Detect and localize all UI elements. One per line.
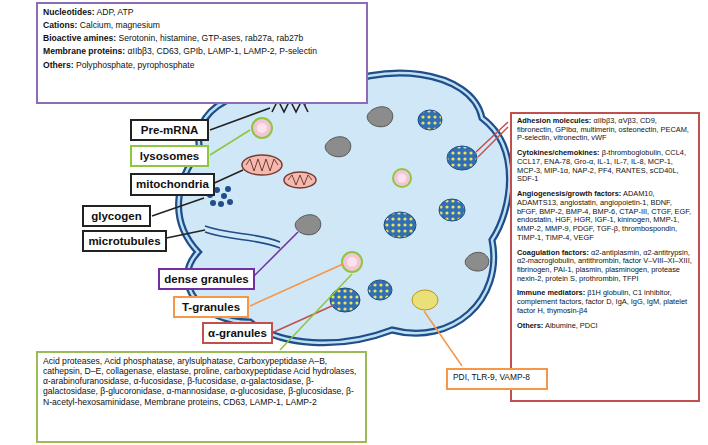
category-items: Albumine, PDCI [545,321,598,330]
category-heading: Cations: [43,20,77,30]
category-items: ADP, ATP [97,7,134,17]
label-text: glycogen [91,210,141,222]
label-box: glycogen [82,205,151,227]
category-heading: Membrane proteins: [43,46,125,56]
content-row: Others: Albumine, PDCI [517,322,693,331]
category-items: PDI, TLR-9, VAMP-8 [453,372,530,382]
mitochondria [242,155,316,188]
category-heading: Cytokines/chemokines: [517,148,600,157]
content-row: Adhesion molecules: αIIbβ3, αVβ3, CD9, f… [517,117,693,143]
category-items: Serotonin, histamine, GTP-ases, rab27a, … [118,33,303,43]
lysosomes [252,118,411,272]
content-box: PDI, TLR-9, VAMP-8 [446,368,548,390]
category-heading: Adhesion molecules: [517,116,591,125]
label-box: lysosomes [130,145,209,167]
alpha-granules [330,110,477,312]
label-box: dense granules [158,268,255,290]
label-box: Pre-mRNA [130,119,209,141]
category-heading: Others: [43,60,74,70]
content-row: Others: Polyphosphate, pyrophosphate [43,60,361,70]
label-box: mitochondria [130,173,215,196]
content-row: Immune mediators: β1H globulin, C1 inhib… [517,289,693,315]
label-box: microtubules [82,230,167,252]
t-granule [412,290,438,310]
label-text: microtubules [88,235,160,247]
category-items: Calcium, magnesium [80,20,160,30]
content-row: Membrane proteins: αIIbβ3, CD63, GPIb, L… [43,46,361,56]
content-row: Coagulation factors: α2-antiplasmin, α2-… [517,249,693,284]
content-box: Nucleotides: ADP, ATP Cations: Calcium, m… [36,2,368,104]
label-text: mitochondria [136,178,209,190]
category-heading: Others: [517,321,543,330]
category-items: ADAM10, ADAMTS13, angiostatin, angiopoie… [517,189,691,242]
content-row: Nucleotides: ADP, ATP [43,7,361,17]
category-items: αIIbβ3, CD63, GPIb, LAMP-1, LAMP-2, P-se… [128,46,318,56]
label-text: dense granules [164,273,248,285]
cell-membrane [179,73,510,343]
label-box: α-granules [202,322,273,344]
category-heading: Nucleotides: [43,7,95,17]
dense-granules [292,82,489,271]
content-box: Adhesion molecules: αIIbβ3, αVβ3, CD9, f… [510,112,700,402]
category-items: Polyphosphate, pyrophosphate [76,60,195,70]
content-box: Acid proteases, Acid phosphatase, arylsu… [36,351,367,443]
content-row: Bioactive amines: Serotonin, histamine, … [43,33,361,43]
label-text: α-granules [208,327,267,339]
category-heading: Bioactive amines: [43,33,116,43]
content-row: Angiogenesis/growth factors: ADAM10, ADA… [517,190,693,242]
category-heading: Coagulation factors: [517,248,589,257]
microtubules [205,226,280,248]
label-text: T-granules [182,301,240,313]
label-text: lysosomes [140,150,199,162]
content-row: Acid proteases, Acid phosphatase, arylsu… [43,356,360,407]
category-heading: Immune mediators: [517,288,585,297]
membrane-inner-line [179,73,510,343]
category-heading: Angiogenesis/growth factors: [517,189,621,198]
label-box: T-granules [173,296,249,318]
category-items: Acid proteases, Acid phosphatase, arylsu… [43,356,356,407]
content-row: PDI, TLR-9, VAMP-8 [453,373,541,383]
content-row: Cations: Calcium, magnesium [43,20,361,30]
label-text: Pre-mRNA [141,124,199,136]
content-row: Cytokines/chemokines: β-thromboglobulin,… [517,149,693,184]
